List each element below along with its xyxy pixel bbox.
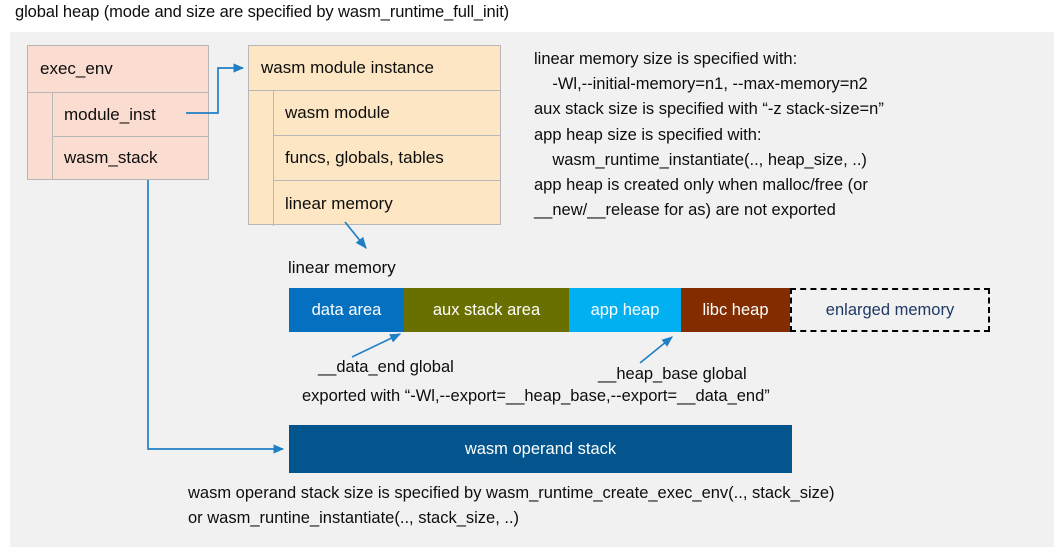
module-instance-header: wasm module instance bbox=[249, 46, 500, 91]
module-instance-field-wasm-module: wasm module bbox=[274, 91, 500, 136]
exec-env-gutter bbox=[28, 93, 53, 179]
memory-segment-aux-stack-area: aux stack area bbox=[404, 288, 569, 332]
module-instance-field-funcs-globals-tables: funcs, globals, tables bbox=[274, 136, 500, 181]
memory-segment-app-heap: app heap bbox=[569, 288, 681, 332]
linear-memory-caption: linear memory bbox=[288, 258, 396, 277]
annotation-heap-base: __heap_base global bbox=[598, 365, 747, 383]
exec-env-body: module_inst wasm_stack bbox=[28, 93, 208, 179]
wasm-module-instance-box: wasm module instance wasm module funcs, … bbox=[248, 45, 501, 226]
operand-stack-note: wasm operand stack size is specified by … bbox=[188, 484, 835, 527]
exec-env-rows: module_inst wasm_stack bbox=[53, 93, 208, 179]
exec-env-field-wasm-stack: wasm_stack bbox=[64, 148, 158, 167]
annotation-exported-with: exported with “-Wl,--export=__heap_base,… bbox=[302, 387, 770, 405]
wasm-operand-stack-bar: wasm operand stack bbox=[289, 425, 792, 473]
annotation-data-end: __data_end global bbox=[318, 358, 454, 376]
module-instance-field-linear-memory: linear memory bbox=[285, 193, 393, 213]
page-title: global heap (mode and size are specified… bbox=[15, 3, 510, 21]
sizing-notes: linear memory size is specified with: -W… bbox=[534, 50, 884, 220]
module-instance-gutter bbox=[249, 91, 274, 226]
memory-segment-data-area: data area bbox=[289, 288, 404, 332]
exec-env-header: exec_env bbox=[28, 46, 208, 93]
exec-env-box: exec_env module_inst wasm_stack bbox=[27, 45, 209, 180]
memory-segment-libc-heap: libc heap bbox=[681, 288, 790, 332]
module-instance-rows: wasm module funcs, globals, tables linea… bbox=[274, 91, 500, 226]
memory-segment-enlarged-memory: enlarged memory bbox=[790, 288, 990, 332]
exec-env-field-module-inst: module_inst bbox=[53, 93, 208, 137]
module-instance-body: wasm module funcs, globals, tables linea… bbox=[249, 91, 500, 226]
